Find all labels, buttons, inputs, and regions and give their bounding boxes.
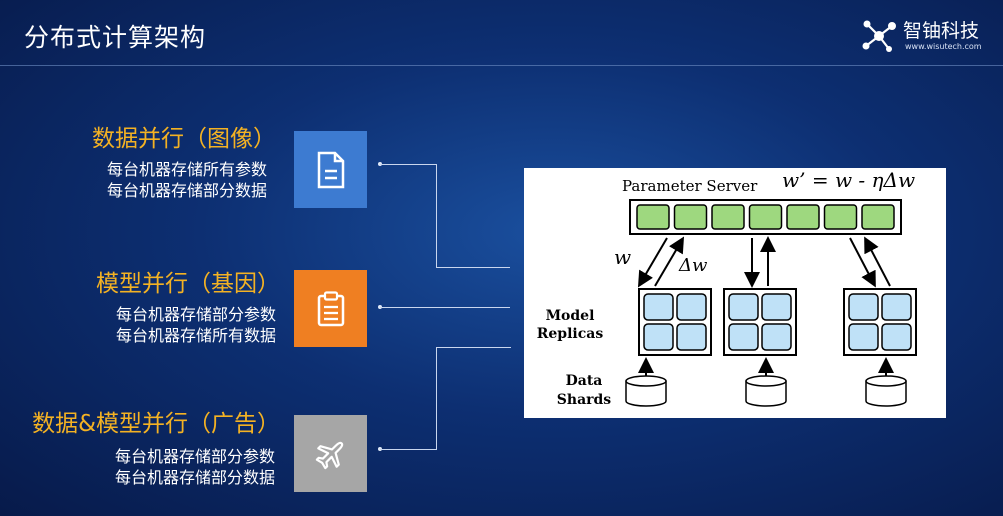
w-arrow xyxy=(637,237,668,288)
parameter-cell xyxy=(861,204,895,230)
section-title-hybrid-parallel: 数据&模型并行（广告） xyxy=(32,411,280,437)
cylinder-top xyxy=(865,375,907,387)
cylinder-top xyxy=(625,375,667,387)
cylinder-body xyxy=(865,381,907,407)
company-logo: 智铀科技 www.wisutech.com xyxy=(859,14,989,58)
hybrid-parallel-tile xyxy=(294,415,367,492)
section-line: 每台机器存储所有参数 xyxy=(106,160,267,179)
section-title-data-parallel: 数据并行（图像） xyxy=(92,126,276,152)
connector-line xyxy=(380,307,510,308)
diagram-canvas: Parameter Server w’ = w - ηΔw w Δw Model… xyxy=(537,168,917,408)
parameter-cell xyxy=(711,204,745,230)
replica-cell xyxy=(728,323,759,351)
parameter-server-label: Parameter Server xyxy=(622,177,758,195)
delta-w-arrow xyxy=(864,236,891,287)
model-replicas xyxy=(638,288,917,356)
parameter-cell xyxy=(748,204,783,230)
replica-cell xyxy=(881,323,912,351)
delta-w-arrow xyxy=(654,236,685,287)
connector-line xyxy=(380,347,436,450)
section-line: 每台机器存储部分参数 xyxy=(115,305,276,324)
replica-cell xyxy=(761,323,792,351)
header-bar: 分布式计算架构 智铀科技 www.wisutech.com xyxy=(0,0,1003,68)
logo-name: 智铀科技 xyxy=(903,20,980,42)
page-title: 分布式计算架构 xyxy=(24,23,207,52)
replica-cell xyxy=(643,323,674,351)
data-shard xyxy=(625,357,667,407)
shards-label: Shards xyxy=(557,392,612,408)
parameter-cell xyxy=(786,204,820,230)
data-label: Data xyxy=(566,373,603,389)
connector-line xyxy=(380,164,437,268)
parameter-cell xyxy=(673,204,708,230)
parameter-cell xyxy=(636,204,670,230)
parameter-cell xyxy=(823,204,858,230)
replica-cell xyxy=(848,323,879,351)
section-line: 每台机器存储所有数据 xyxy=(115,326,276,345)
model-replica xyxy=(843,288,917,356)
clipboard-icon xyxy=(317,290,344,326)
cylinder-top xyxy=(745,375,787,387)
update-formula: w’ = w - ηΔw xyxy=(782,168,915,192)
parameter-cells xyxy=(636,204,895,230)
replica-cell xyxy=(761,293,792,321)
data-shard xyxy=(745,357,787,407)
document-icon xyxy=(317,151,344,188)
molecule-logo-icon xyxy=(862,20,896,52)
model-parallel-tile xyxy=(294,270,367,347)
data-shards xyxy=(625,357,907,407)
model-label: Model xyxy=(546,308,595,324)
data-shard xyxy=(865,357,907,407)
cylinder-body xyxy=(625,381,667,407)
parameter-server-diagram: Parameter Server w’ = w - ηΔw w Δw Model… xyxy=(524,168,946,418)
replicas-label: Replicas xyxy=(537,326,604,342)
connector-line xyxy=(436,267,510,268)
connector-line xyxy=(436,347,511,450)
w-arrow xyxy=(849,237,876,288)
section-line: 每台机器存储部分数据 xyxy=(114,468,275,487)
w-label: w xyxy=(614,245,631,269)
replica-cell xyxy=(676,323,707,351)
replica-cell xyxy=(848,293,879,321)
logo-url: www.wisutech.com xyxy=(905,42,982,51)
section-title-model-parallel: 模型并行（基因） xyxy=(96,271,280,297)
replica-cell xyxy=(728,293,759,321)
data-parallel-tile xyxy=(294,131,367,208)
cylinder-body xyxy=(745,381,787,407)
header-divider xyxy=(0,65,1003,66)
replica-cell xyxy=(676,293,707,321)
model-replica xyxy=(723,288,797,356)
model-replica xyxy=(638,288,712,356)
section-line: 每台机器存储部分数据 xyxy=(106,181,267,200)
replica-cell xyxy=(643,293,674,321)
airplane-icon xyxy=(315,441,343,469)
delta-w-label: Δw xyxy=(678,255,708,276)
section-line: 每台机器存储部分参数 xyxy=(114,447,275,466)
replica-cell xyxy=(881,293,912,321)
